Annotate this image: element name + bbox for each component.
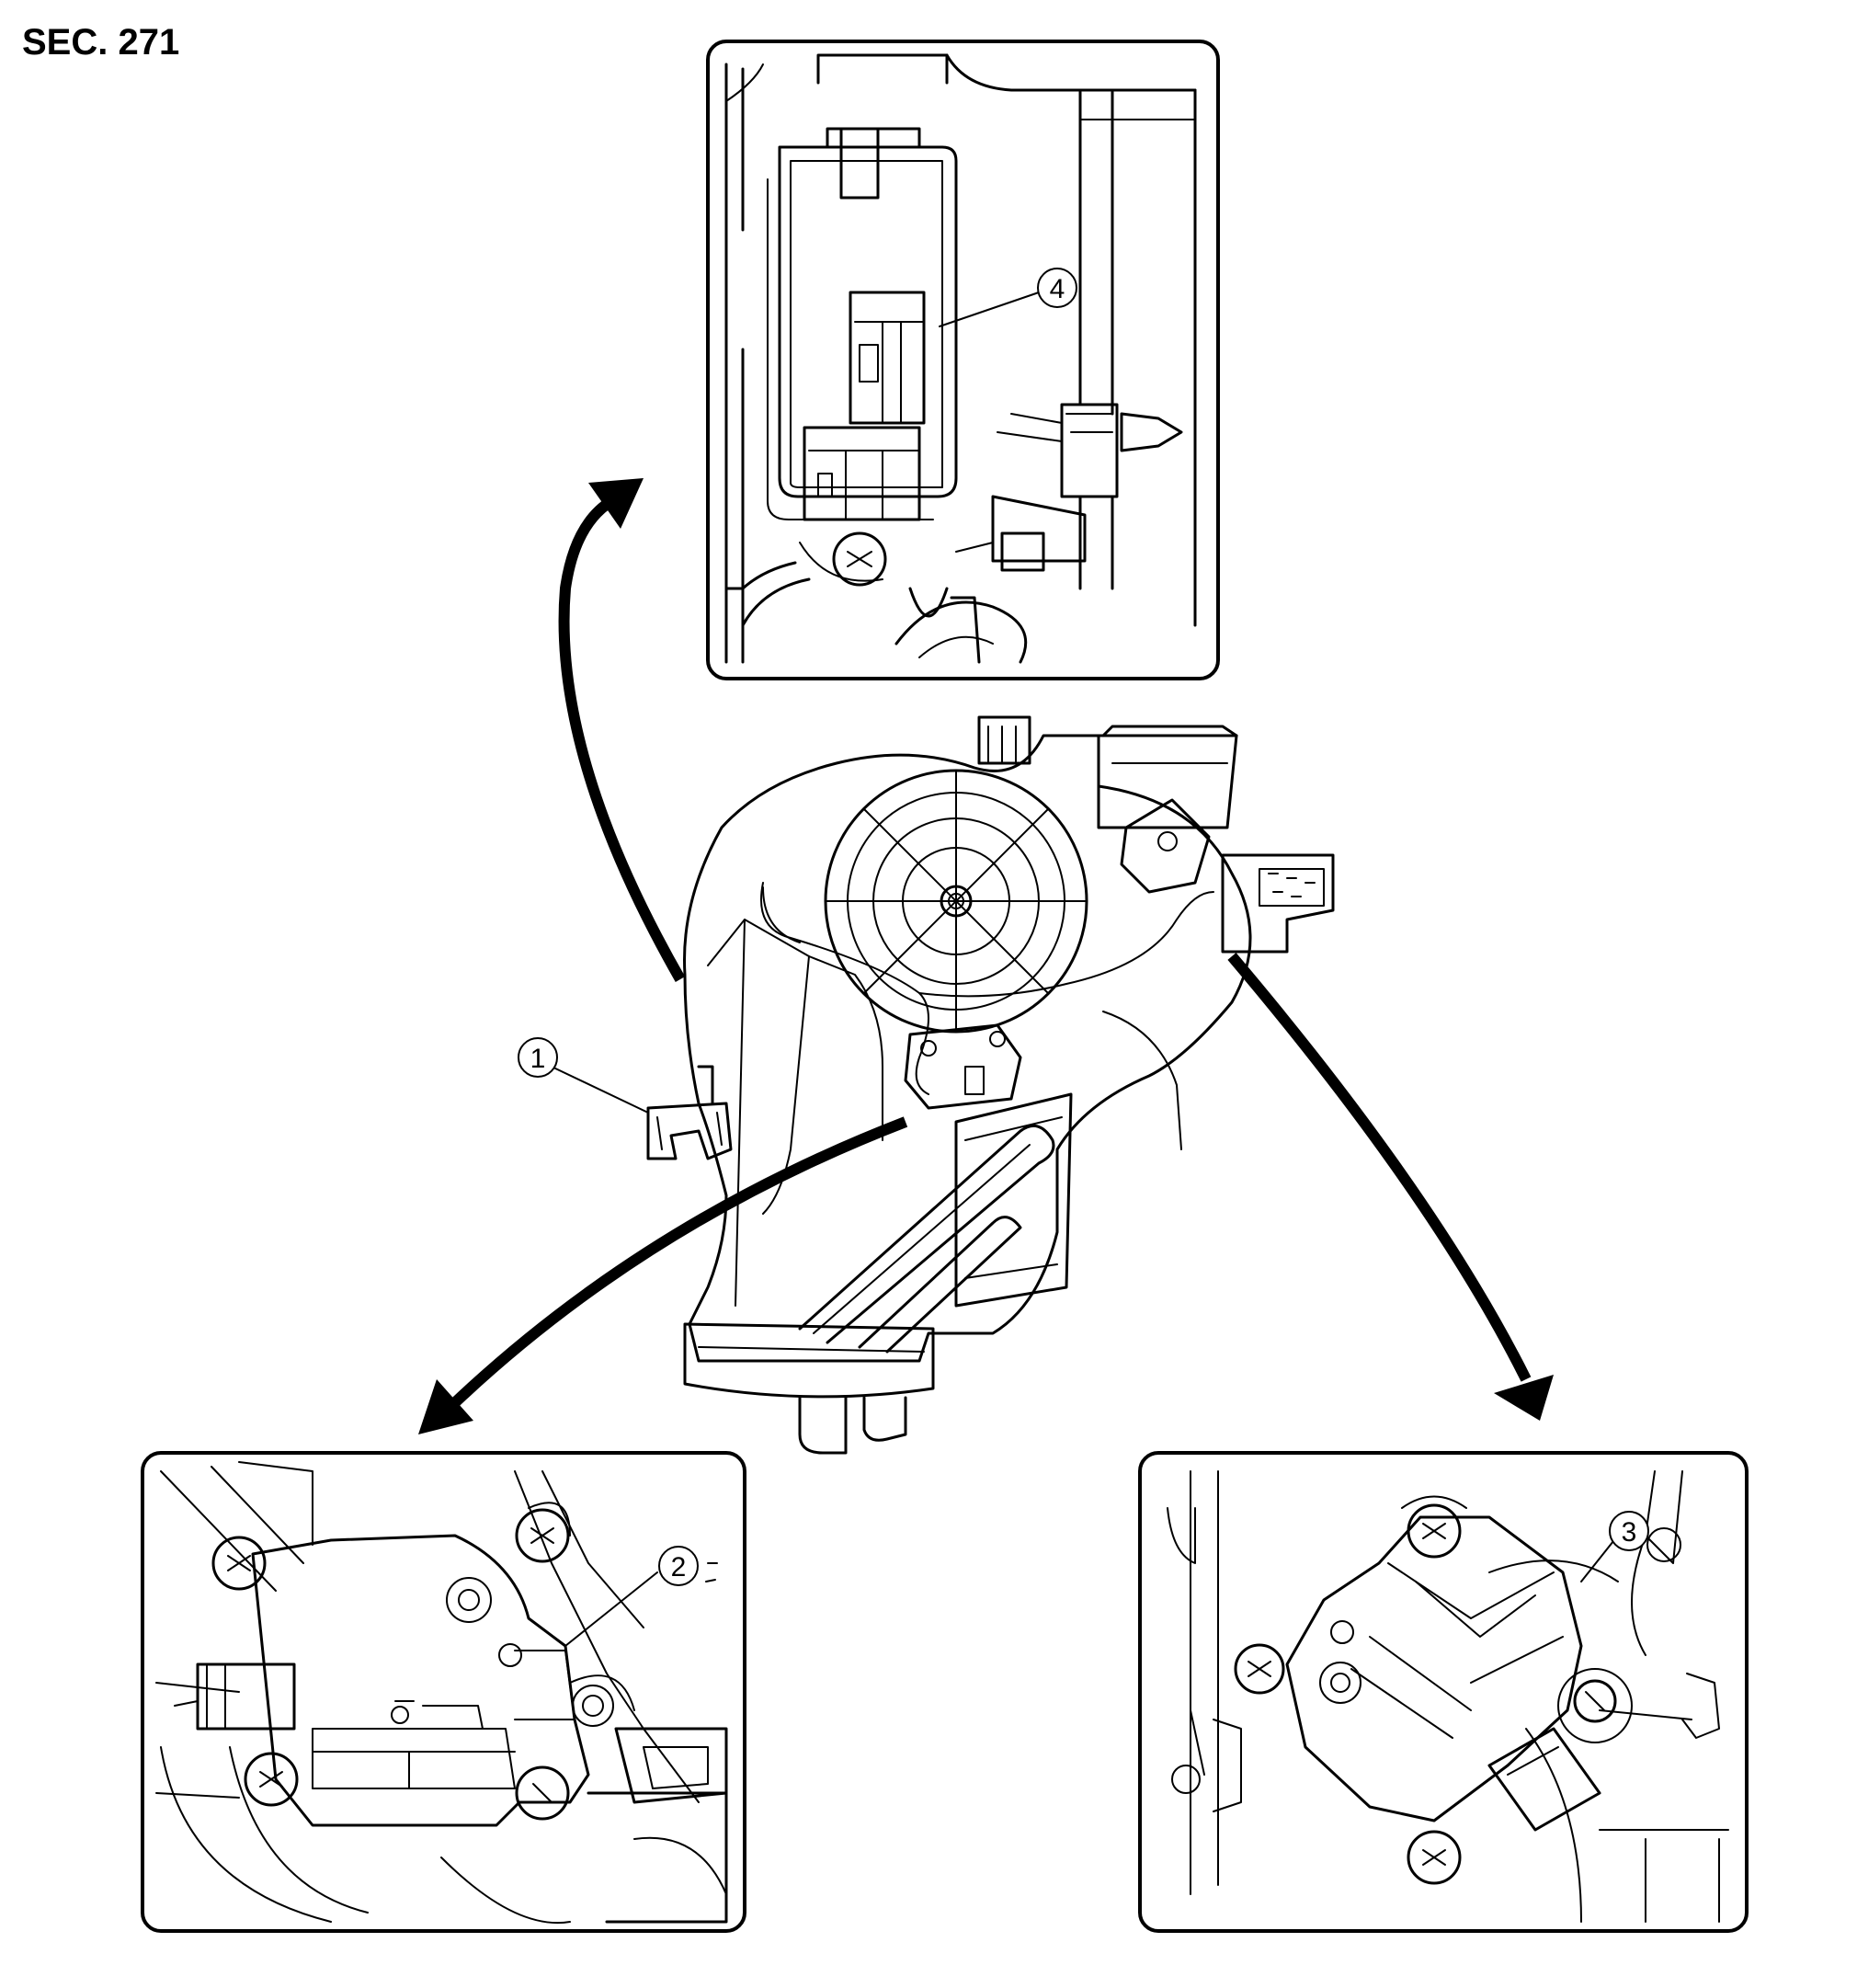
callout-3-circle (1609, 1511, 1649, 1551)
arrows (418, 478, 1554, 1434)
arrow-right-head (1494, 1375, 1554, 1421)
callout-2-label: 2 (671, 1552, 687, 1582)
inset-top-detail: 4 (706, 40, 1220, 680)
arrow-left-head (418, 1379, 473, 1434)
section-title: SEC. 271 (22, 22, 180, 63)
callout-4-label: 4 (1050, 274, 1065, 304)
callout-2-circle (658, 1546, 699, 1586)
inset-bottom-right-detail: 3 (1138, 1451, 1749, 1933)
callout-4-circle (1037, 268, 1077, 308)
inset-bottom-left-detail: 2 (141, 1451, 746, 1933)
main-blower-unit: 1 (518, 715, 1335, 1455)
arrow-up-head (588, 478, 644, 529)
callout-3-label: 3 (1622, 1517, 1637, 1548)
callout-1-circle (518, 1037, 558, 1078)
callout-1-label: 1 (530, 1044, 546, 1074)
